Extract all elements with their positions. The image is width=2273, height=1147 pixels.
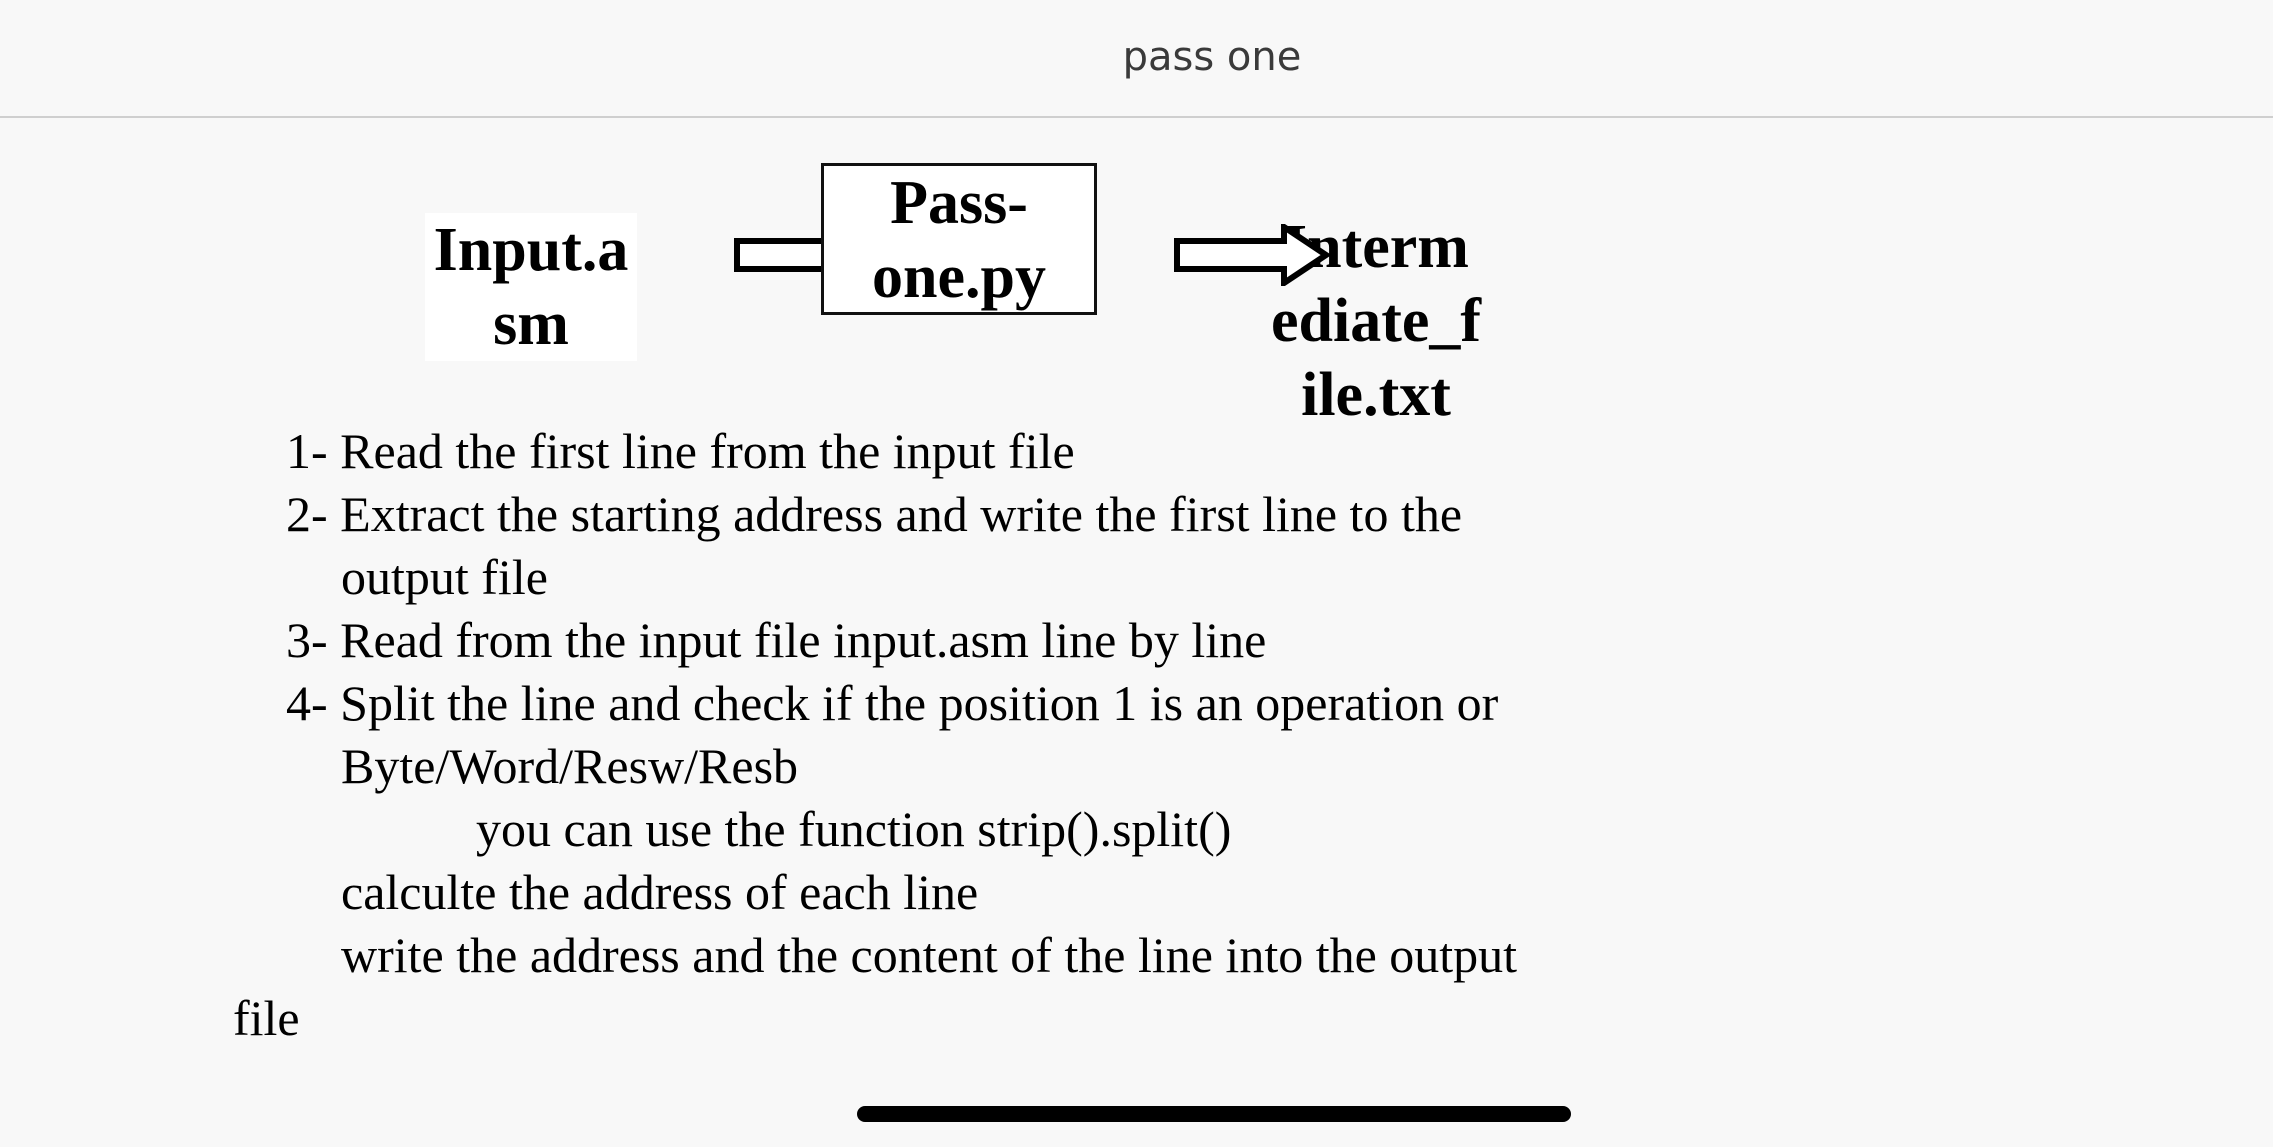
output-file-label: Interm ediate_f ile.txt — [1270, 213, 1482, 429]
step-line: calculte the address of each line — [341, 864, 979, 920]
step-line: file — [233, 990, 300, 1046]
program-box — [821, 163, 1097, 315]
page-title: pass one — [1122, 34, 1302, 80]
step-line: 3- Read from the input file input.asm li… — [286, 612, 1267, 668]
home-indicator[interactable] — [857, 1106, 1571, 1122]
arrow-right-icon — [1174, 224, 1330, 286]
step-line: 4- Split the line and check if the posit… — [286, 675, 1499, 731]
step-line: 1- Read the first line from the input fi… — [286, 423, 1075, 479]
step-line: output file — [341, 549, 548, 605]
title-bar: pass one — [0, 0, 2273, 118]
input-file-label: Input.a sm — [425, 213, 637, 361]
step-line: 2- Extract the starting address and writ… — [286, 486, 1463, 542]
step-line: Byte/Word/Resw/Resb — [341, 738, 799, 794]
step-line: you can use the function strip().split() — [476, 801, 1232, 857]
program-label: Pass- one.py — [872, 169, 1046, 311]
step-line: write the address and the content of the… — [341, 927, 1518, 983]
